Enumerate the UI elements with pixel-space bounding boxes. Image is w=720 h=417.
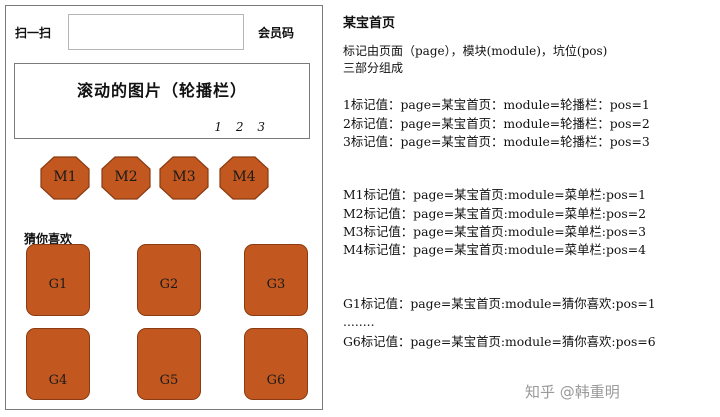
carousel-indicators: 1 2 3 xyxy=(204,120,265,134)
menu-item-label: M3 xyxy=(172,169,196,185)
menu-tag-line: M3标记值：page=某宝首页:module=菜单栏:pos=3 xyxy=(343,224,646,239)
goods-label: G3 xyxy=(266,277,286,292)
goods-label: G2 xyxy=(159,277,179,292)
top-bar: 扫一扫 会员码 xyxy=(6,6,322,56)
guess-you-like-title: 猜你喜欢 xyxy=(24,232,73,246)
phone-mockup: 扫一扫 会员码 滚动的图片（轮播栏） 1 2 3 M1 M2 M3 M4 xyxy=(5,5,323,410)
notes-intro-line: 三部分组成 xyxy=(343,61,404,75)
member-code-button[interactable]: 会员码 xyxy=(258,26,295,40)
carousel-indicator[interactable]: 1 xyxy=(214,120,223,134)
goods-card-g1[interactable]: G1 xyxy=(26,244,90,316)
goods-tag-ellipsis: ........ xyxy=(343,314,375,329)
carousel-banner[interactable]: 滚动的图片（轮播栏） 1 2 3 xyxy=(14,63,310,139)
goods-card-g3[interactable]: G3 xyxy=(244,244,308,316)
goods-card-g5[interactable]: G5 xyxy=(137,328,201,400)
search-input[interactable] xyxy=(68,14,244,50)
goods-card-g6[interactable]: G6 xyxy=(244,328,308,400)
carousel-tag-line: 3标记值：page=某宝首页：module=轮播栏：pos=3 xyxy=(343,134,650,149)
goods-card-g4[interactable]: G4 xyxy=(26,328,90,400)
octagon-icon xyxy=(40,156,90,200)
goods-label: G1 xyxy=(48,277,68,292)
scan-button[interactable]: 扫一扫 xyxy=(15,26,52,40)
menu-item-label: M2 xyxy=(114,169,138,185)
menu-tag-line: M2标记值：page=某宝首页:module=菜单栏:pos=2 xyxy=(343,206,646,221)
watermark: 知乎 @韩重明 xyxy=(525,383,620,401)
menu-item-m3[interactable]: M3 xyxy=(159,156,209,200)
goods-label: G5 xyxy=(159,373,179,388)
menu-item-m4[interactable]: M4 xyxy=(219,156,269,200)
notes-heading: 某宝首页 xyxy=(343,16,396,31)
notes-intro-line: 标记由页面（page），模块(module)，坑位(pos) xyxy=(343,44,608,58)
menu-tag-line: M4标记值：page=某宝首页:module=菜单栏:pos=4 xyxy=(343,242,646,257)
carousel-tag-line: 1标记值：page=某宝首页：module=轮播栏：pos=1 xyxy=(343,97,650,112)
carousel-indicator[interactable]: 2 xyxy=(235,120,244,134)
menu-item-m1[interactable]: M1 xyxy=(40,156,90,200)
octagon-icon xyxy=(101,156,151,200)
carousel-indicator[interactable]: 3 xyxy=(257,120,265,134)
menu-item-m2[interactable]: M2 xyxy=(101,156,151,200)
goods-tag-line: G6标记值：page=某宝首页:module=猜你喜欢:pos=6 xyxy=(343,334,656,349)
goods-label: G6 xyxy=(266,373,286,388)
goods-tag-line: G1标记值：page=某宝首页:module=猜你喜欢:pos=1 xyxy=(343,296,656,311)
goods-label: G4 xyxy=(48,373,68,388)
octagon-icon xyxy=(159,156,209,200)
menu-item-label: M4 xyxy=(232,169,256,185)
goods-card-g2[interactable]: G2 xyxy=(137,244,201,316)
menu-tag-line: M1标记值：page=某宝首页:module=菜单栏:pos=1 xyxy=(343,187,646,202)
carousel-tag-line: 2标记值：page=某宝首页：module=轮播栏：pos=2 xyxy=(343,116,650,131)
menu-item-label: M1 xyxy=(53,169,77,185)
carousel-title: 滚动的图片（轮播栏） xyxy=(76,81,247,100)
octagon-icon xyxy=(219,156,269,200)
